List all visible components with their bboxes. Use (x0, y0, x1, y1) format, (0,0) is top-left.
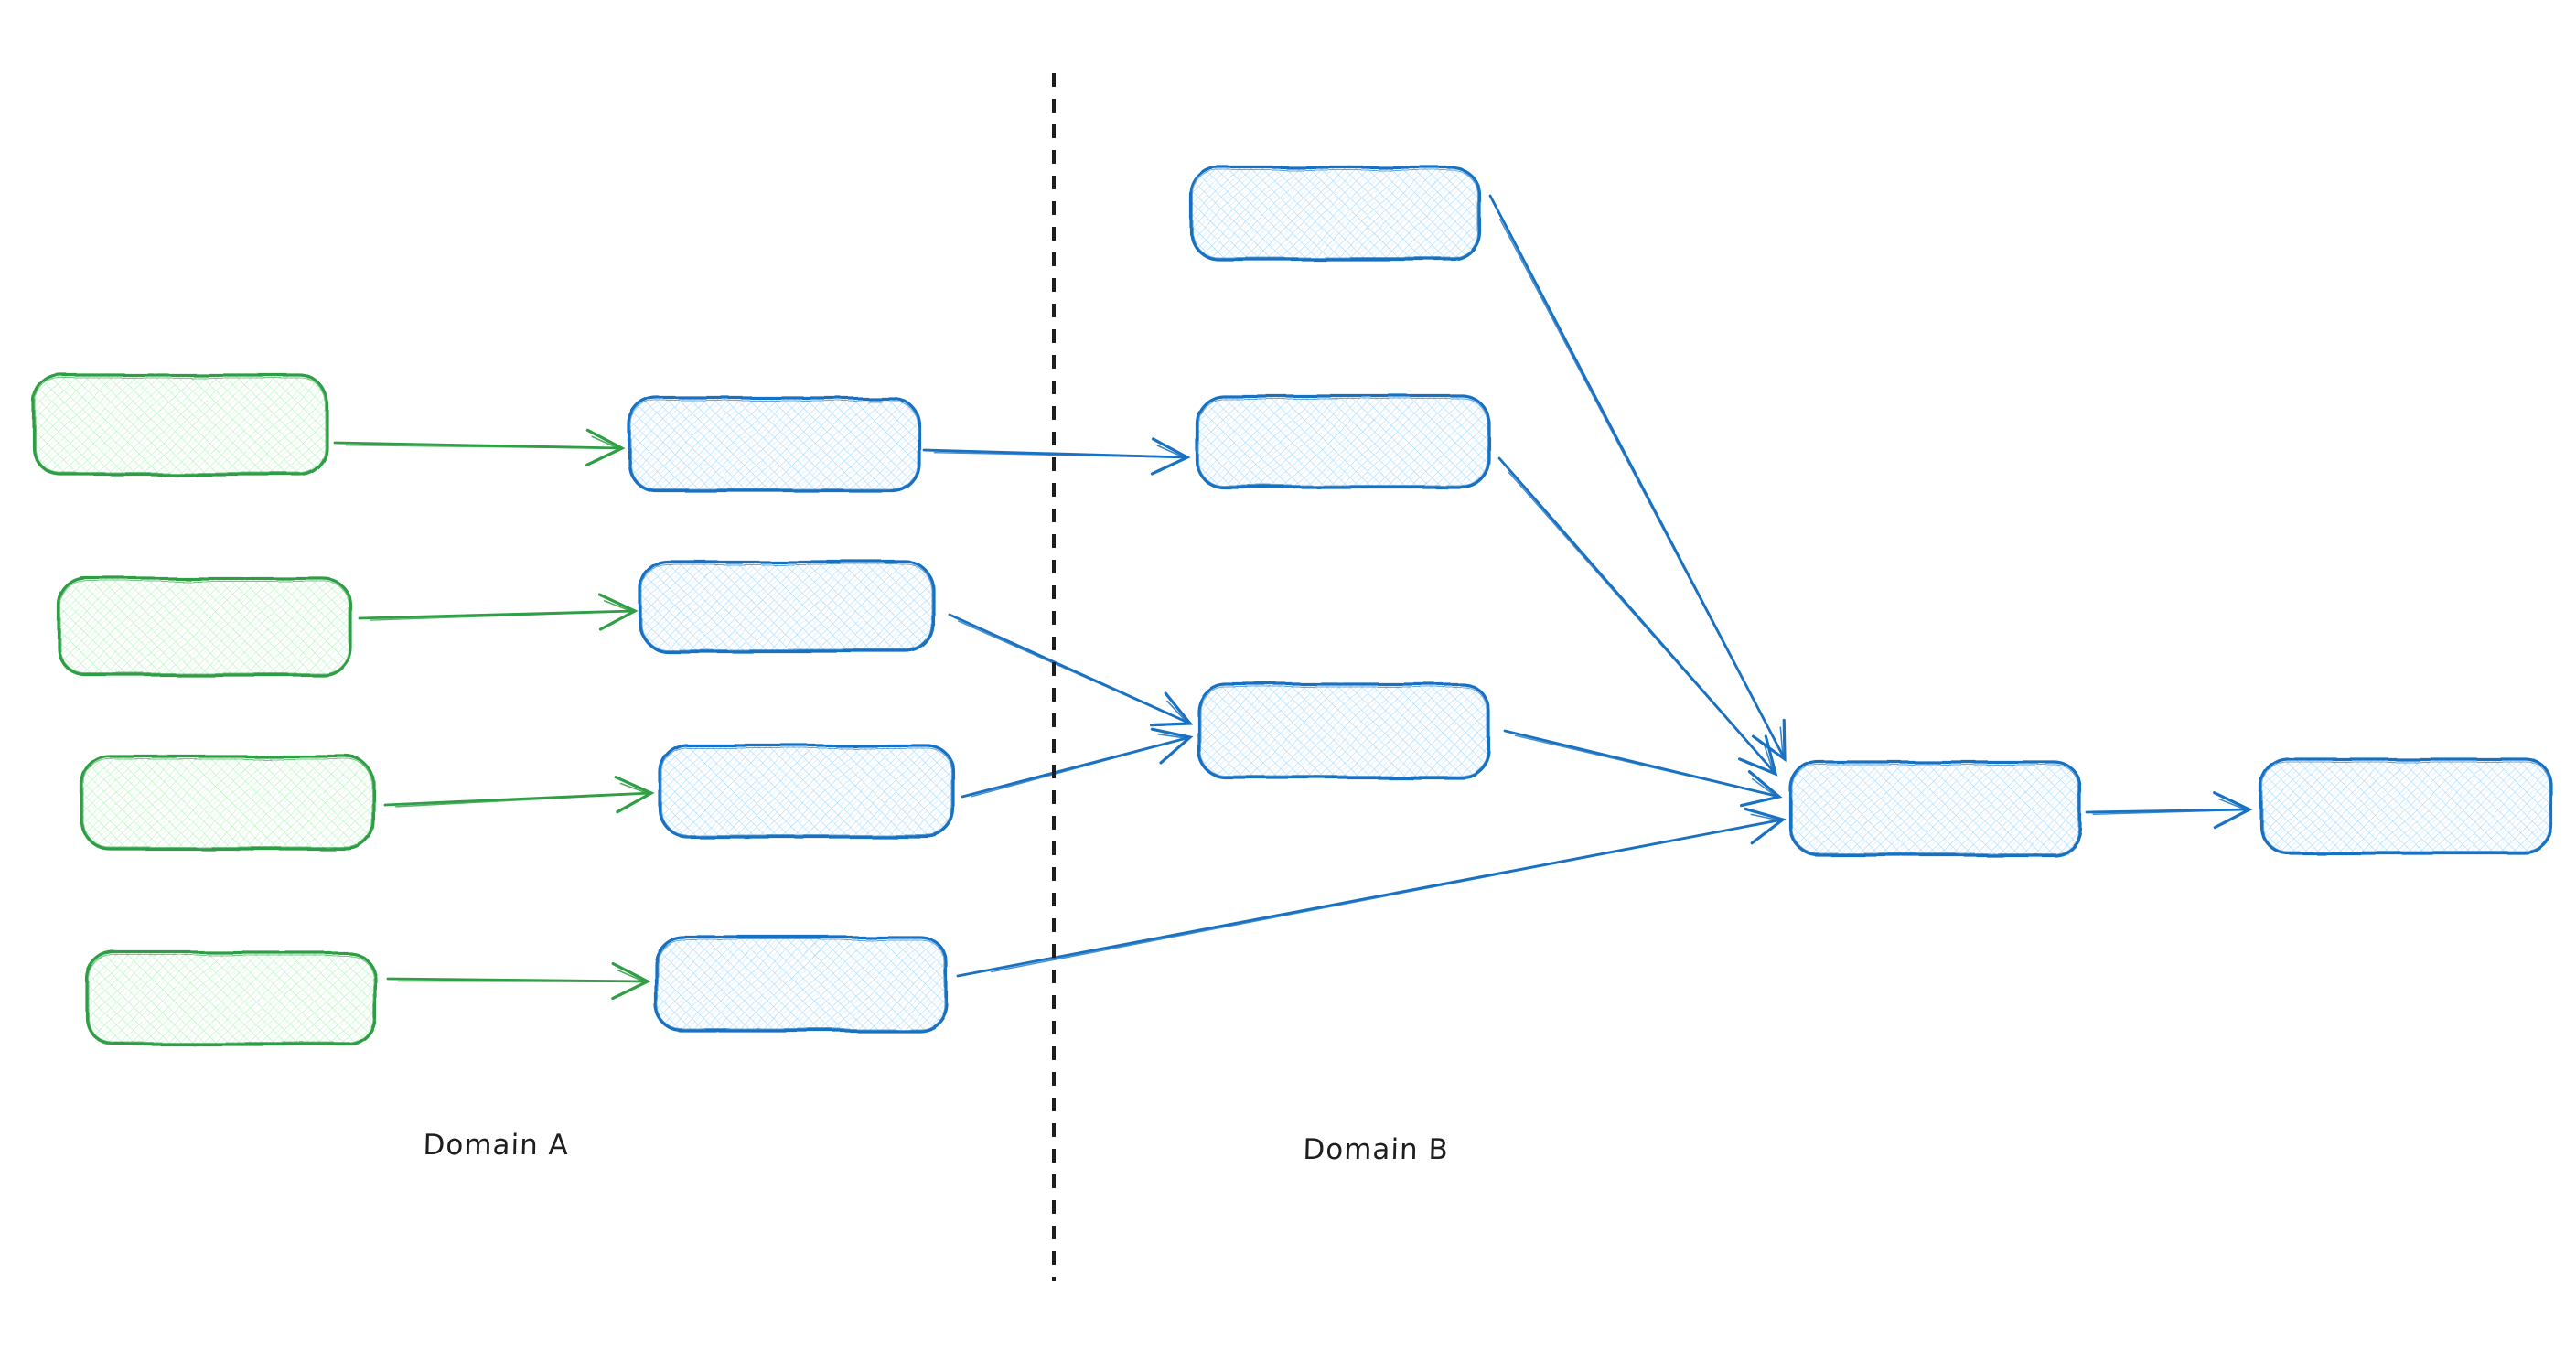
node-a-mid-3 (659, 744, 956, 839)
node-b-out (2259, 757, 2554, 855)
node-a-mid-2 (639, 560, 935, 653)
arrow-a-mid-1-to-b-mid-1 (922, 437, 1191, 476)
arrow-a-mid-3-to-b-mid-2 (961, 727, 1194, 799)
arrow-b-mid-2-to-b-hub (1503, 729, 1783, 808)
node-a-src-4 (85, 950, 377, 1046)
arrow-a-src-2-to-a-mid-2 (358, 593, 639, 631)
arrow-b-hub-to-b-out (2085, 791, 2253, 830)
node-a-src-2 (57, 576, 352, 677)
node-b-hub (1789, 760, 2083, 857)
node-a-mid-1 (628, 396, 921, 493)
arrow-a-src-1-to-a-mid-1 (333, 428, 626, 466)
arrow-a-src-3-to-a-mid-3 (383, 776, 655, 814)
domain-a-label: Domain A (423, 1129, 569, 1162)
node-b-mid-2 (1197, 682, 1491, 779)
node-a-src-3 (80, 755, 375, 851)
arrow-b-mid-1-to-b-hub (1497, 456, 1778, 777)
arrow-a-src-4-to-a-mid-4 (386, 961, 651, 1001)
arrow-a-mid-2-to-b-mid-2 (948, 613, 1194, 727)
node-a-mid-4 (653, 935, 949, 1033)
node-a-src-1 (32, 373, 328, 477)
node-b-top (1189, 166, 1481, 261)
arrow-b-top-to-b-hub (1488, 194, 1787, 763)
node-b-mid-1 (1195, 394, 1491, 489)
domain-b-label: Domain B (1303, 1133, 1449, 1166)
arrow-a-mid-4-to-b-hub (956, 807, 1787, 978)
